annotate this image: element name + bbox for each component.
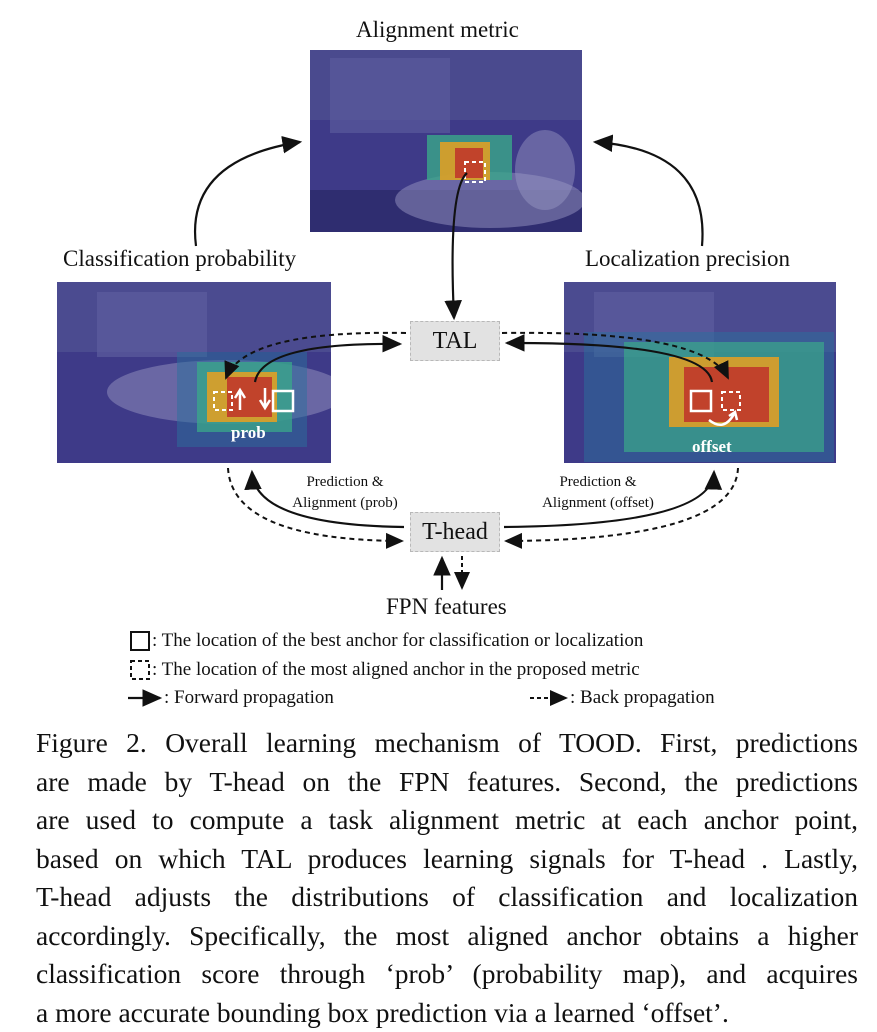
caption-line: accordingly. Specifically, the most alig… xyxy=(36,917,858,956)
legend-back: : Back propagation xyxy=(570,687,715,709)
forward-arrow-right-top xyxy=(595,142,703,246)
caption-line: are used to compute a task alignment met… xyxy=(36,801,858,840)
caption-line: Figure 2. Overall learning mechanism of … xyxy=(36,724,858,763)
forward-arrow-thead-prob xyxy=(252,472,404,527)
legend-dashed-square: : The location of the most aligned ancho… xyxy=(152,659,640,681)
forward-arrow-metric-tal xyxy=(453,173,467,318)
figure-caption: Figure 2. Overall learning mechanism of … xyxy=(36,724,858,1032)
caption-line: T-head adjusts the distributions of clas… xyxy=(36,878,858,917)
caption-line: based on which TAL produces learning sig… xyxy=(36,840,858,879)
back-arrow-tal-offset xyxy=(502,333,728,378)
arrows-layer xyxy=(0,0,877,720)
legend-forward: : Forward propagation xyxy=(164,687,334,709)
forward-arrow-prob-tal xyxy=(255,344,400,382)
legend-solid-square: : The location of the best anchor for cl… xyxy=(152,630,643,652)
back-arrow-offset-thead xyxy=(506,468,738,541)
caption-line: a more accurate bounding box prediction … xyxy=(36,994,858,1032)
caption-line: are made by T-head on the FPN features. … xyxy=(36,763,858,802)
forward-arrow-thead-offset xyxy=(504,472,714,527)
back-arrow-tal-prob xyxy=(226,333,406,378)
dashed-square-icon xyxy=(131,661,149,679)
solid-square-icon xyxy=(131,632,149,650)
forward-arrow-left-top xyxy=(195,142,300,246)
caption-line: classification score through ‘prob’ (pro… xyxy=(36,955,858,994)
